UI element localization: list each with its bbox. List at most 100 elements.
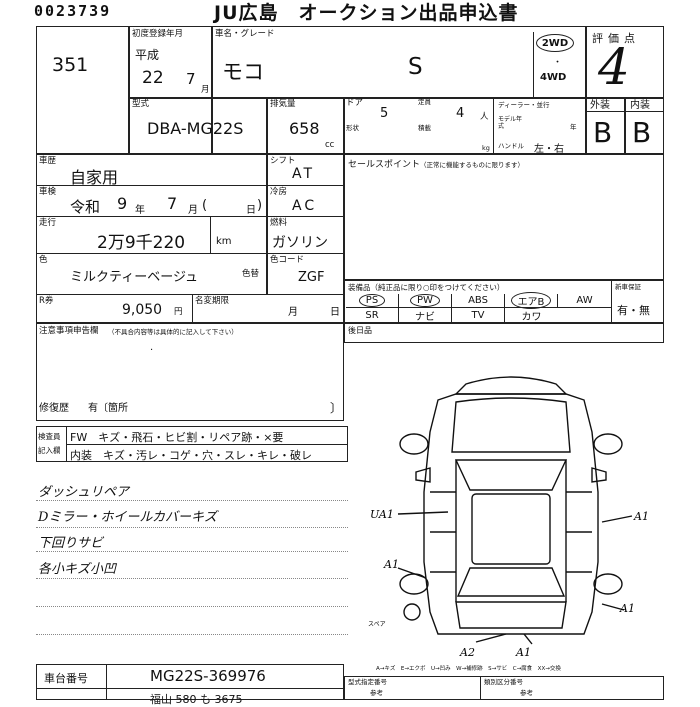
handle-label: ハンドル <box>498 142 524 150</box>
drive-2wd: 2WD <box>536 34 574 52</box>
damage-mark-a1-right: A1 <box>633 510 649 523</box>
mileage-unit: km <box>216 236 232 247</box>
details-block <box>36 154 344 323</box>
equipment-item: TV <box>452 308 505 322</box>
car-damage-diagram: UA1 A1 A1 A2 A1 A1 スペア <box>368 376 649 659</box>
vehicle-grade: S <box>408 54 423 80</box>
equipment-item-label: SR <box>365 309 379 321</box>
bottom-partial-text: 福山 580 も 3675 <box>150 693 243 706</box>
inspection-bracket-close: ) <box>257 198 263 213</box>
first-registration-month-unit: 月 <box>201 85 210 95</box>
equipment-item: カワ <box>505 308 558 323</box>
damage-mark-a2: A2 <box>459 646 475 659</box>
evaluation-score: 4 <box>598 38 630 96</box>
equipment-item: PW <box>399 294 452 308</box>
mileage-value: 2万9千220 <box>97 233 186 253</box>
displacement-label: 排気量 <box>270 99 296 109</box>
sales-point-label: セールスポイント（正常に機能するものに限ります） <box>348 160 525 170</box>
interior-grade: B <box>632 116 652 149</box>
top-block <box>36 26 664 154</box>
new-car-warranty-label: 新車保証 <box>615 283 641 291</box>
handwritten-note-2: Dミラー・ホイールカバーキズ <box>38 510 218 525</box>
mileage-label: 走行 <box>39 218 57 228</box>
lot-number: 351 <box>52 54 89 76</box>
handwritten-note-3: 下回りサビ <box>38 536 104 551</box>
new-car-warranty-value: 有・無 <box>617 304 650 317</box>
inspection-day-unit: 日 <box>246 205 256 216</box>
handwritten-note-4: 各小キズ小凹 <box>38 562 117 577</box>
equipment-item-label: TV <box>471 309 485 321</box>
category-ref: 参考 <box>520 689 533 697</box>
drive-4wd: 4WD <box>540 72 567 83</box>
equipment-item: SR <box>346 308 399 322</box>
equipment-item: PS <box>346 294 399 308</box>
interior-label: 内装 <box>630 100 650 111</box>
shift-value: AT <box>292 166 316 182</box>
rear-panel <box>344 323 664 343</box>
equipment-item: ABS <box>452 294 505 308</box>
equipment-item-label: PS <box>358 294 386 307</box>
model-designation-ref: 参考 <box>370 689 383 697</box>
sales-point-block <box>344 154 664 280</box>
first-registration-year: 22 <box>142 68 164 88</box>
name-grade-label: 車名・グレード <box>215 29 275 39</box>
loading-unit: kg <box>482 144 490 152</box>
evaluation-label: 評価点 <box>592 32 640 45</box>
inspection-label: 車検 <box>39 187 57 197</box>
equipment-item-label: ABS <box>468 295 488 306</box>
usage-label: 車歴 <box>39 156 57 166</box>
exterior-label: 外装 <box>590 100 610 111</box>
spare-label: スペア <box>368 621 386 628</box>
shape-label: 形状 <box>346 124 359 132</box>
capacity-unit: 人 <box>480 112 489 122</box>
equipment-item-label: エアB <box>510 292 552 309</box>
doors-value: 5 <box>380 106 389 121</box>
notes-sub: （不具合内容等は具体的に記入して下さい） <box>108 328 238 336</box>
color-change-label: 色替 <box>242 269 260 279</box>
dealer-label: ディーラー・並行 <box>498 101 550 109</box>
equipment-item: ナビ <box>399 308 452 323</box>
notes-label: 注意事項申告欄 <box>39 326 99 336</box>
loading-label: 積載 <box>418 124 431 132</box>
inspection-year-unit: 年 <box>135 205 145 216</box>
fuel-value: ガソリン <box>272 235 328 251</box>
color-value: ミルクティーベージュ <box>70 270 199 285</box>
aircon-label: 冷房 <box>270 187 288 197</box>
equipment-label: 装備品（純正品に限り○印をつけてください） <box>348 283 505 292</box>
inspection-bracket: ( <box>202 198 208 213</box>
shift-label: シフト <box>270 156 296 166</box>
usage-value: 自家用 <box>70 168 119 187</box>
recycle-label: R券 <box>39 296 54 306</box>
damage-legend: A→キズ E→エクボ U→凹み W→補修跡 S→サビ C→腐食 XX→交換 <box>376 666 561 672</box>
first-registration-month: 7 <box>186 70 196 88</box>
model-code: DBA-MG22S <box>147 119 244 138</box>
model-designation-label: 型式指定番号 <box>348 678 387 686</box>
repair-value: 有〔箇所 <box>88 403 128 414</box>
drive-dot: ・ <box>553 58 563 68</box>
notes-block <box>36 323 344 421</box>
inspector-row-2: 内装 キズ・汚レ・コゲ・穴・スレ・キレ・破レ <box>70 449 312 462</box>
first-registration-era: 平成 <box>135 48 160 62</box>
equipment-item-label: ナビ <box>415 311 435 323</box>
equipment-item-label: AW <box>576 295 593 306</box>
category-label: 類別区分番号 <box>484 678 523 686</box>
inspection-year: 9 <box>117 194 128 213</box>
repair-close: 〕 <box>330 401 343 415</box>
handle-options: 左・右 <box>534 144 564 155</box>
first-registration-label: 初度登録年月 <box>132 29 184 39</box>
equipment-item-label: PW <box>410 294 440 307</box>
inspection-month: 7 <box>167 194 178 213</box>
model-year-unit: 年 <box>570 123 577 131</box>
notes-tick: · <box>150 345 154 356</box>
form-title: JU広島 オークション出品申込書 <box>214 2 519 24</box>
fuel-label: 燃料 <box>270 218 288 228</box>
recycle-value: 9,050 <box>122 302 163 318</box>
model-label: 型式 <box>132 99 150 109</box>
inspector-row-1: FW キズ・飛石・ヒビ割・リペア跡・×要 <box>70 431 284 444</box>
displacement-value: 658 <box>289 119 320 138</box>
capacity-label: 定員 <box>418 98 431 106</box>
repair-label: 修復歴 <box>39 403 69 414</box>
rear-panel-label: 後日品 <box>348 326 372 335</box>
doors-label: ドア <box>346 98 364 108</box>
vehicle-name: モコ <box>222 60 264 84</box>
